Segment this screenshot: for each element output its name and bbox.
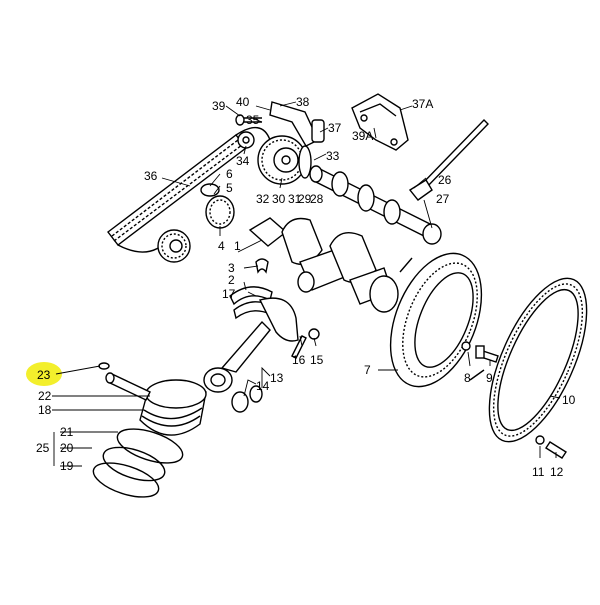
highlight-marker (26, 362, 62, 386)
label-3: 3 (228, 261, 235, 275)
ring-gear (488, 277, 588, 443)
label-8: 8 (464, 371, 471, 385)
label-37a: 37A (412, 97, 433, 111)
label-39: 39 (212, 99, 226, 113)
camshaft-sprocket (257, 135, 312, 185)
label-7: 7 (364, 363, 371, 377)
circlip-23 (98, 362, 110, 370)
bearing-shells (229, 258, 273, 320)
label-36: 36 (144, 169, 158, 183)
label-23: 23 (37, 368, 51, 382)
label-30: 30 (272, 192, 286, 206)
label-4: 4 (218, 239, 225, 253)
push-rod-26 (408, 119, 489, 201)
label-25: 25 (36, 441, 50, 455)
label-6: 6 (226, 167, 233, 181)
label-16: 16 (292, 353, 306, 367)
label-34: 34 (236, 154, 250, 168)
label-17: 17 (222, 287, 236, 301)
label-1: 1 (234, 239, 241, 253)
bolt-12 (535, 435, 567, 459)
part-labels: 39 40 38 35 37 37A 39A 34 33 36 6 5 4 1 … (36, 95, 576, 479)
label-14: 14 (256, 379, 270, 393)
label-12: 12 (550, 465, 564, 479)
label-10: 10 (562, 393, 576, 407)
bolt-9 (461, 341, 499, 363)
label-37: 37 (328, 121, 342, 135)
label-15: 15 (310, 353, 324, 367)
label-19: 19 (60, 459, 74, 473)
piston-rings (92, 428, 184, 498)
label-20: 20 (60, 441, 74, 455)
camshaft (309, 165, 442, 245)
label-26: 26 (438, 173, 452, 187)
label-40: 40 (236, 95, 250, 109)
label-32: 32 (256, 192, 270, 206)
label-33: 33 (326, 149, 340, 163)
rocker-bracket-37a (351, 93, 409, 151)
label-5: 5 (226, 181, 233, 195)
label-35: 35 (246, 113, 260, 127)
label-29: 29 (298, 192, 312, 206)
crankshaft (248, 217, 399, 313)
label-2: 2 (228, 273, 235, 287)
label-31: 31 (288, 192, 302, 206)
connecting-rod (203, 297, 320, 413)
bolt-35 (235, 114, 262, 126)
label-9: 9 (486, 371, 493, 385)
label-39a: 39A (352, 129, 373, 143)
piston-pin (105, 372, 151, 401)
label-27: 27 (436, 192, 450, 206)
flywheel-housing (389, 252, 485, 388)
label-21: 21 (60, 425, 74, 439)
label-18: 18 (38, 403, 52, 417)
piston (139, 379, 207, 436)
label-13: 13 (270, 371, 284, 385)
label-22: 22 (38, 389, 52, 403)
leader-lines (52, 101, 561, 467)
label-28: 28 (310, 192, 324, 206)
label-11: 11 (532, 465, 545, 479)
washer-34 (237, 131, 255, 149)
label-38: 38 (296, 95, 310, 109)
